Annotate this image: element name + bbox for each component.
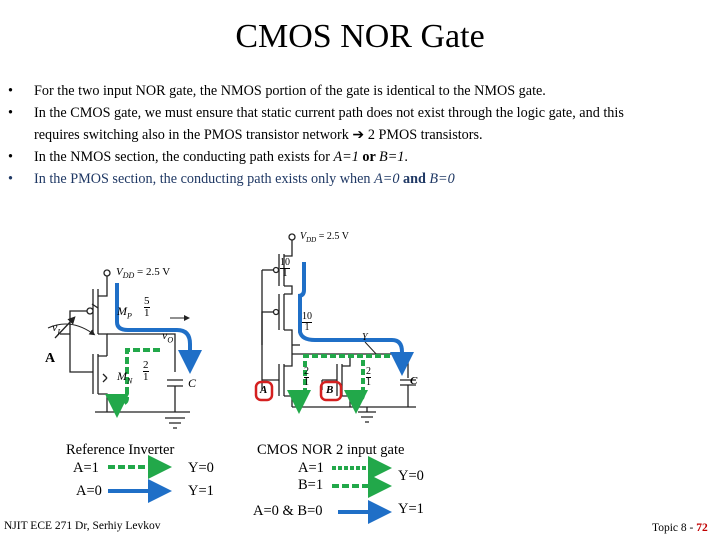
nor-green-path-b bbox=[344, 360, 368, 414]
bullet-marker: • bbox=[8, 83, 13, 99]
legend-nor-title: CMOS NOR 2 input gate bbox=[257, 442, 405, 458]
bullet-1: • For the two input NOR gate, the NMOS p… bbox=[0, 80, 705, 102]
nor-ground-icon bbox=[358, 411, 376, 423]
bullet-3-var-a: A=1 bbox=[333, 149, 359, 165]
inverter-ground-icon bbox=[165, 417, 185, 429]
nor-circuit bbox=[261, 233, 416, 423]
inverter-vdd-label: VDD = 2.5 V bbox=[116, 266, 171, 281]
nor-blue-path bbox=[297, 262, 414, 376]
nor-input-a-label: A bbox=[260, 384, 268, 396]
inverter-output-wire bbox=[150, 333, 176, 372]
bullet-1-text: For the two input NOR gate, the NMOS por… bbox=[34, 83, 546, 99]
legend-ref-a1: A=1 bbox=[73, 460, 99, 476]
legend-ref-y1: Y=1 bbox=[188, 483, 214, 499]
nor-green-path-a bbox=[287, 354, 390, 414]
bullet-3-pre: In the NMOS section, the conducting path… bbox=[34, 149, 334, 165]
inverter-green-path bbox=[105, 348, 160, 418]
bullet-4-conj: and bbox=[399, 171, 430, 187]
bullet-3-conj: or bbox=[358, 149, 380, 165]
inverter-nmos-channel bbox=[97, 354, 107, 394]
bullet-3-post: . bbox=[404, 149, 408, 165]
nor-cap-label: C bbox=[410, 375, 418, 387]
nor-vdd-terminal bbox=[288, 233, 296, 241]
inverter-input-label: vI bbox=[52, 320, 60, 337]
bullet-list: • For the two input NOR gate, the NMOS p… bbox=[0, 80, 705, 190]
legend-nor-ab0: A=0 & B=0 bbox=[253, 503, 323, 519]
inverter-nmos-label: MN bbox=[117, 369, 133, 386]
bullet-2: • In the CMOS gate, we must ensure that … bbox=[0, 102, 705, 146]
legend-nor-a1: A=1 bbox=[298, 460, 324, 476]
inverter-capacitor bbox=[167, 379, 183, 387]
input-a-highlight bbox=[254, 380, 274, 402]
inverter-output-label: vO bbox=[162, 328, 174, 345]
nor-nmos-a-channel bbox=[283, 354, 293, 396]
nor-output-label: Y bbox=[362, 332, 368, 343]
inverter-blue-path bbox=[115, 283, 202, 374]
legend-nor-y0: Y=0 bbox=[398, 468, 424, 484]
input-b-highlight bbox=[319, 380, 343, 402]
slide-title: CMOS NOR Gate bbox=[235, 18, 485, 55]
legend-nor-y1: Y=1 bbox=[398, 501, 424, 517]
bullet-marker: • bbox=[8, 105, 13, 121]
inverter-circuit bbox=[54, 269, 190, 429]
nor-nmos-b-channel bbox=[341, 354, 351, 396]
bullet-4-var-b: B=0 bbox=[429, 171, 455, 187]
inverter-vdd-terminal bbox=[103, 269, 111, 277]
nor-pmos-2-channel bbox=[283, 285, 293, 330]
legend-nor-b1: B=1 bbox=[298, 477, 324, 493]
bullet-2-line2a: requires switching also in the PMOS tran… bbox=[34, 127, 353, 143]
bullet-4: • In the PMOS section, the conducting pa… bbox=[0, 168, 705, 190]
footer-page-number: Topic 8 - 72 bbox=[652, 522, 708, 534]
legend-ref-y0: Y=0 bbox=[188, 460, 214, 476]
legend-ref-title: Reference Inverter bbox=[66, 442, 175, 458]
inverter-pmos-channel bbox=[97, 276, 108, 334]
bullet-3-var-b: B=1 bbox=[379, 149, 405, 165]
bullet-2-line1: In the CMOS gate, we must ensure that st… bbox=[34, 105, 624, 121]
nor-pmos-1-channel bbox=[283, 240, 293, 286]
footer-course: NJIT ECE 271 Dr, Serhiy Levkov bbox=[4, 520, 161, 532]
nor-input-b-label: B bbox=[326, 384, 334, 396]
legend-ref-a0: A=0 bbox=[76, 483, 102, 499]
inverter-pmos-label: MP bbox=[117, 304, 132, 321]
nor-vdd-label: VDD = 2.5 V bbox=[300, 231, 349, 244]
bullet-4-var-a: A=0 bbox=[374, 171, 400, 187]
bullet-2-line2b: 2 PMOS transistors. bbox=[364, 127, 483, 143]
bullet-marker: • bbox=[8, 171, 13, 187]
inverter-cap-label: C bbox=[188, 376, 197, 390]
bullet-marker: • bbox=[8, 149, 13, 165]
bullet-3: • In the NMOS section, the conducting pa… bbox=[0, 146, 705, 168]
right-arrow-icon: ➔ bbox=[352, 127, 365, 143]
inverter-input-name: A bbox=[45, 351, 56, 366]
bullet-4-pre: In the PMOS section, the conducting path… bbox=[34, 171, 375, 187]
